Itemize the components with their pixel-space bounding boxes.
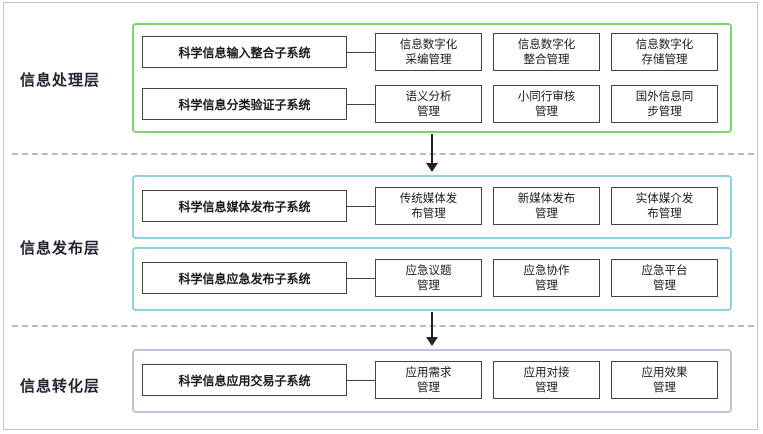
subsystem-box: 科学信息分类验证子系统 [142, 88, 347, 120]
function-box: 应急议题管理 [375, 259, 482, 297]
processing-layer-group: 科学信息输入整合子系统 信息数字化采编管理 信息数字化整合管理 信息数字化存储管… [132, 23, 732, 133]
subsystem-row: 科学信息应急发布子系统 应急议题管理 应急协作管理 应急平台管理 [142, 259, 722, 299]
connector-line [347, 104, 375, 105]
function-box: 传统媒体发布管理 [375, 187, 482, 225]
layer-divider-top [12, 153, 754, 155]
subsystem-box: 科学信息媒体发布子系统 [142, 190, 347, 222]
arrow-head-icon [426, 163, 438, 172]
connector-line [347, 206, 375, 207]
function-box: 实体媒介发布管理 [611, 187, 718, 225]
layer-divider-bottom [12, 325, 754, 327]
subsystem-box: 科学信息输入整合子系统 [142, 36, 347, 68]
function-box: 应用需求管理 [375, 361, 482, 399]
function-box: 应用效果管理 [611, 361, 718, 399]
arrow-head-icon [426, 337, 438, 346]
subsystem-row: 科学信息应用交易子系统 应用需求管理 应用对接管理 应用效果管理 [142, 361, 722, 401]
function-box: 应用对接管理 [493, 361, 600, 399]
function-box: 应急协作管理 [493, 259, 600, 297]
subsystem-box: 科学信息应急发布子系统 [142, 262, 347, 294]
publishing-layer-group-media: 科学信息媒体发布子系统 传统媒体发布管理 新媒体发布管理 实体媒介发布管理 [132, 175, 732, 239]
subsystem-row: 科学信息分类验证子系统 语义分析管理 小同行审核管理 国外信息同步管理 [142, 85, 722, 125]
flow-arrow-down [426, 312, 438, 346]
function-box: 信息数字化采编管理 [375, 33, 482, 71]
function-box: 新媒体发布管理 [493, 187, 600, 225]
diagram-frame: 信息处理层 信息发布层 信息转化层 科学信息输入整合子系统 信息数字化采编管理 … [3, 2, 758, 430]
subsystem-row: 科学信息媒体发布子系统 传统媒体发布管理 新媒体发布管理 实体媒介发布管理 [142, 187, 722, 227]
connector-line [347, 52, 375, 53]
connector-line [347, 380, 375, 381]
function-box: 信息数字化存储管理 [611, 33, 718, 71]
function-box: 信息数字化整合管理 [493, 33, 600, 71]
publishing-layer-group-emergency: 科学信息应急发布子系统 应急议题管理 应急协作管理 应急平台管理 [132, 247, 732, 311]
layer-label-processing: 信息处理层 [20, 71, 101, 89]
layer-label-publishing: 信息发布层 [20, 239, 101, 257]
function-box: 国外信息同步管理 [611, 85, 718, 123]
subsystem-box: 科学信息应用交易子系统 [142, 364, 347, 396]
function-box: 小同行审核管理 [493, 85, 600, 123]
layer-label-conversion: 信息转化层 [20, 377, 101, 395]
conversion-layer-group: 科学信息应用交易子系统 应用需求管理 应用对接管理 应用效果管理 [132, 349, 732, 413]
function-box: 语义分析管理 [375, 85, 482, 123]
subsystem-row: 科学信息输入整合子系统 信息数字化采编管理 信息数字化整合管理 信息数字化存储管… [142, 33, 722, 73]
connector-line [347, 278, 375, 279]
flow-arrow-down [426, 134, 438, 172]
function-box: 应急平台管理 [611, 259, 718, 297]
